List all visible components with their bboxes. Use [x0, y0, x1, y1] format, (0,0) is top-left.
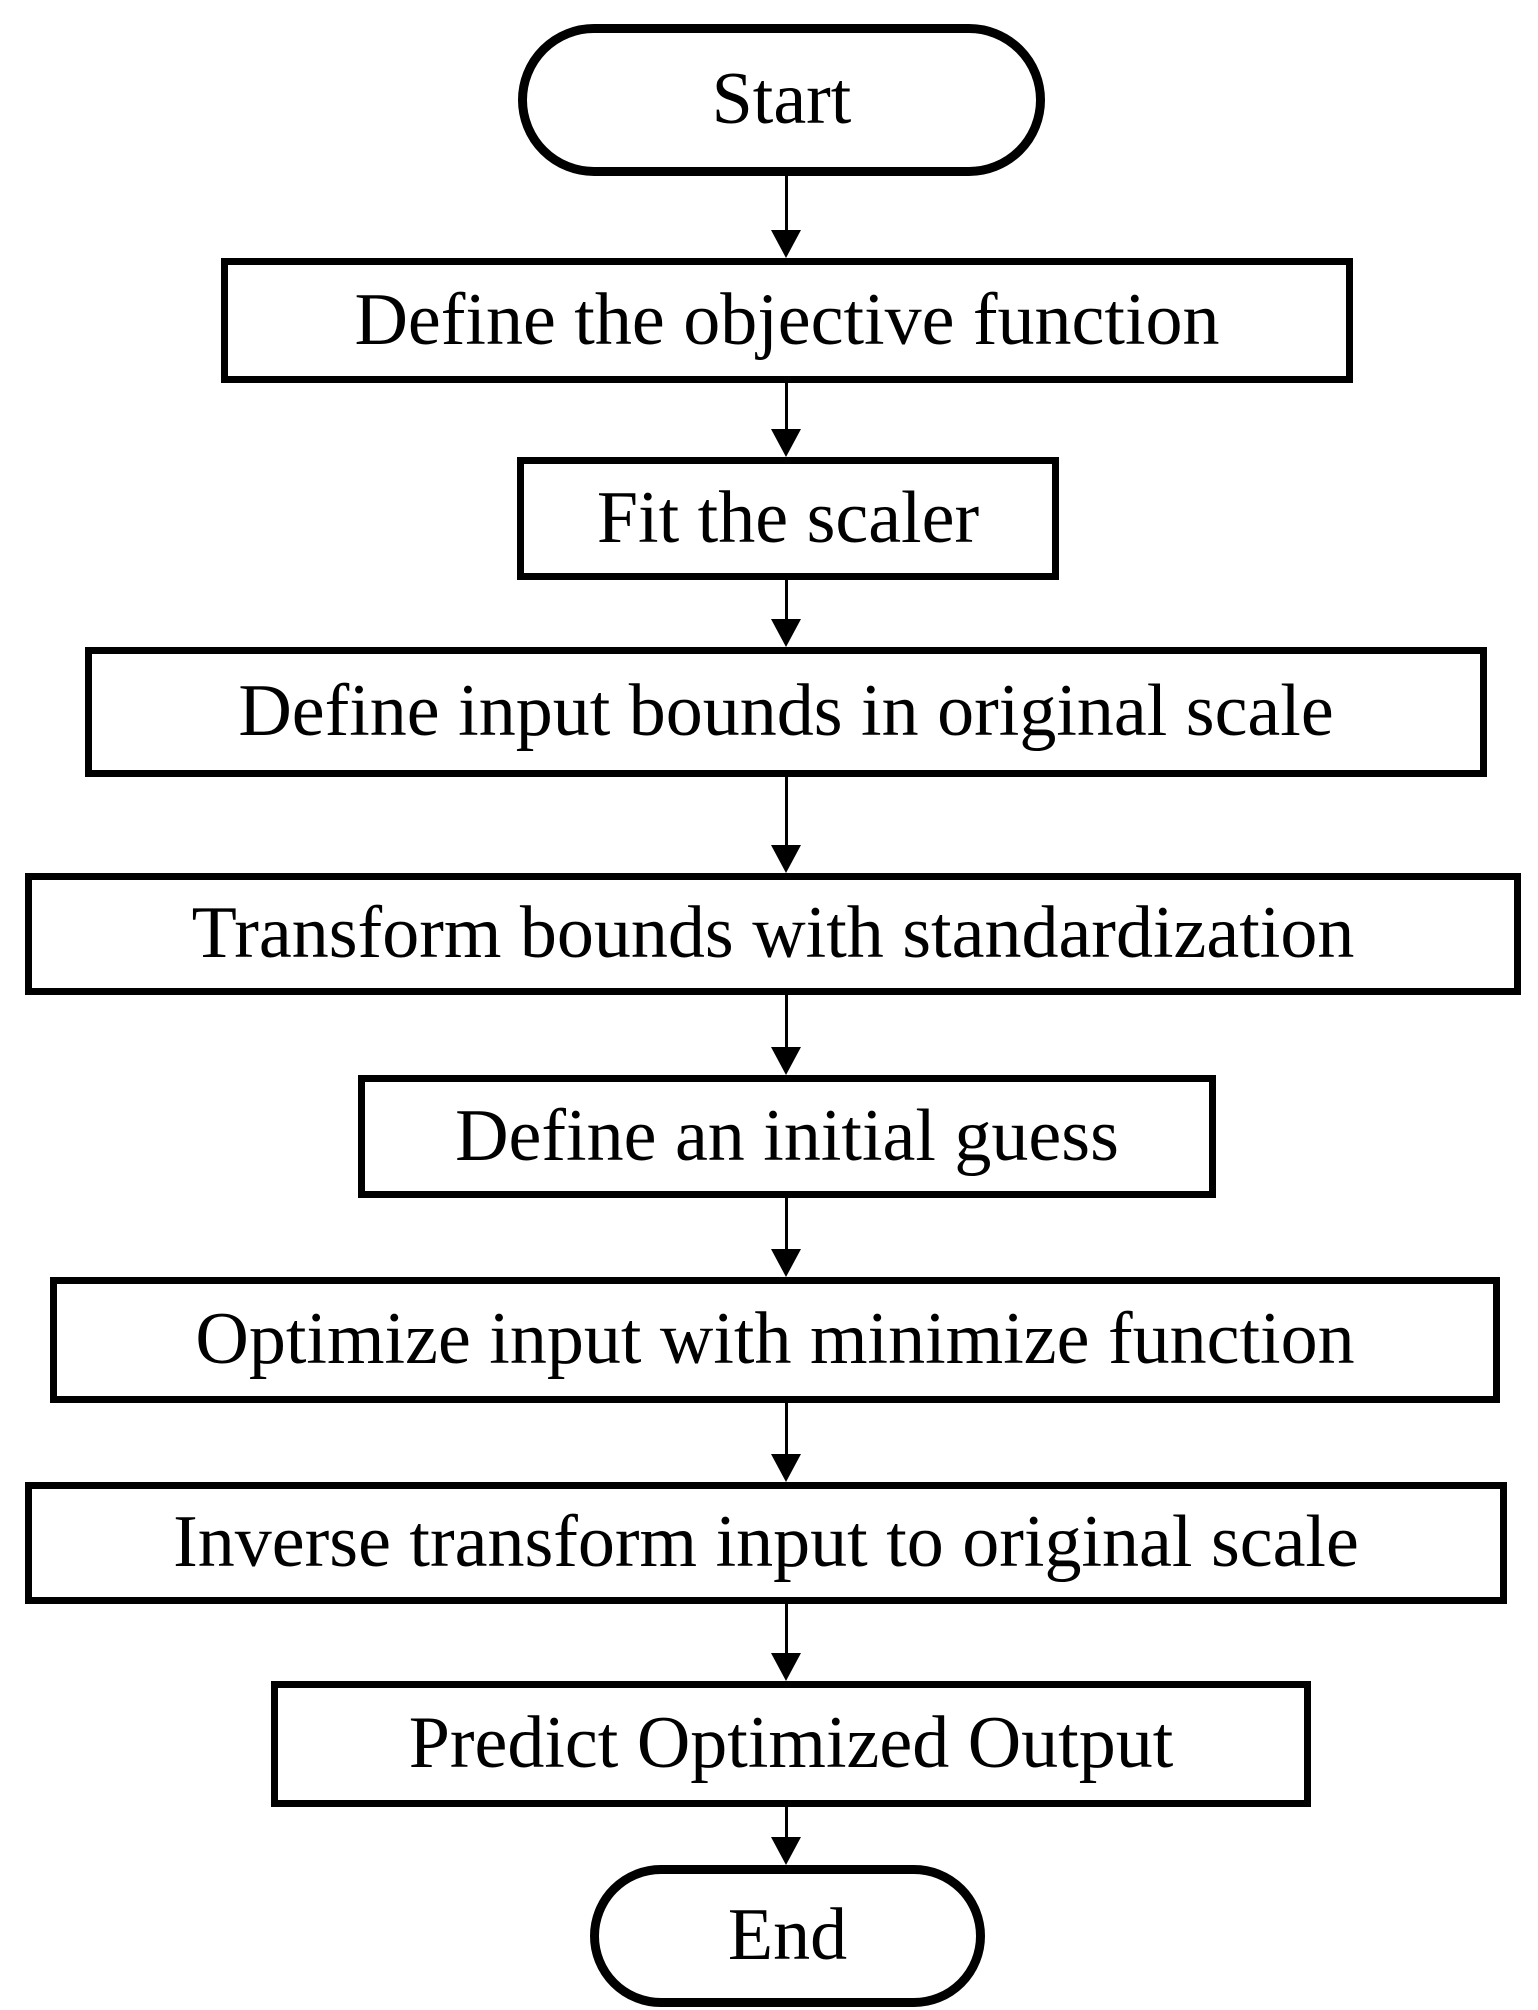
node-inverse-transform-label: Inverse transform input to original scal… [173, 1501, 1359, 1584]
flow-arrow-4 [771, 777, 801, 873]
node-initial-guess-label: Define an initial guess [455, 1094, 1119, 1177]
node-define-initial-guess: Define an initial guess [358, 1075, 1216, 1198]
node-transform-bounds-label: Transform bounds with standardization [191, 892, 1355, 975]
node-start-label: Start [711, 58, 852, 141]
node-transform-bounds: Transform bounds with standardization [25, 873, 1521, 995]
node-start: Start [518, 24, 1045, 176]
node-fit-scaler-label: Fit the scaler [596, 476, 980, 559]
arrow-line [784, 1403, 788, 1454]
arrow-head-icon [771, 619, 801, 647]
node-define-bounds-label: Define input bounds in original scale [238, 670, 1334, 753]
arrow-head-icon [771, 1249, 801, 1277]
flow-arrow-5 [771, 995, 801, 1075]
arrow-line [784, 1604, 788, 1653]
arrow-line [784, 580, 788, 619]
node-define-input-bounds: Define input bounds in original scale [85, 647, 1487, 777]
flow-arrow-3 [771, 580, 801, 647]
node-inverse-transform: Inverse transform input to original scal… [25, 1482, 1507, 1604]
arrow-line [784, 995, 788, 1047]
arrow-head-icon [771, 1653, 801, 1681]
arrow-line [784, 383, 788, 429]
node-end-label: End [727, 1894, 848, 1977]
node-optimize-input-label: Optimize input with minimize function [195, 1298, 1355, 1381]
arrow-head-icon [771, 230, 801, 258]
node-predict-output-label: Predict Optimized Output [408, 1702, 1174, 1785]
node-define-objective-function: Define the objective function [221, 258, 1353, 383]
arrow-head-icon [771, 845, 801, 873]
flow-arrow-8 [771, 1604, 801, 1681]
flow-arrow-2 [771, 383, 801, 457]
arrow-line [784, 1807, 788, 1837]
flow-arrow-7 [771, 1403, 801, 1482]
node-end: End [590, 1865, 985, 2007]
node-optimize-input: Optimize input with minimize function [50, 1277, 1500, 1403]
arrow-line [784, 1198, 788, 1249]
arrow-head-icon [771, 1837, 801, 1865]
arrow-head-icon [771, 1047, 801, 1075]
arrow-line [784, 777, 788, 845]
node-fit-scaler: Fit the scaler [517, 457, 1059, 580]
node-predict-optimized-output: Predict Optimized Output [271, 1681, 1311, 1807]
flow-arrow-9 [771, 1807, 801, 1865]
flow-arrow-6 [771, 1198, 801, 1277]
node-define-objective-label: Define the objective function [354, 278, 1220, 361]
arrow-head-icon [771, 1454, 801, 1482]
flow-arrow-1 [771, 174, 801, 258]
arrow-line [784, 174, 788, 230]
arrow-head-icon [771, 429, 801, 457]
